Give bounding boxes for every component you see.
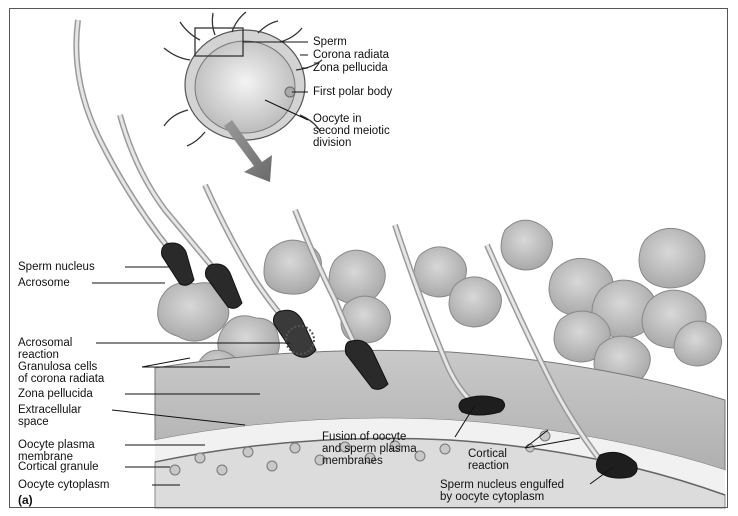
label-cortical-reaction: Cortical reaction <box>468 448 509 472</box>
label-granulosa-cells: Granulosa cells of corona radiata <box>18 361 104 385</box>
label-zona-pellucida-top: Zona pellucida <box>313 62 388 74</box>
label-zona-pellucida: Zona pellucida <box>18 388 93 400</box>
label-first-polar-body: First polar body <box>313 86 392 98</box>
label-corona-radiata: Corona radiata <box>313 49 389 61</box>
label-sperm-nucleus: Sperm nucleus <box>18 261 95 273</box>
label-oocyte-plasma-membrane: Oocyte plasma membrane <box>18 439 95 463</box>
label-sperm: Sperm <box>313 36 347 48</box>
oocyte-overview <box>164 12 322 146</box>
label-cortical-granule: Cortical granule <box>18 461 99 473</box>
label-sperm-engulfed: Sperm nucleus engulfed by oocyte cytopla… <box>440 479 564 503</box>
label-fusion: Fusion of oocyte and sperm plasma membra… <box>322 431 417 467</box>
label-acrosomal-reaction: Acrosomal reaction <box>18 337 72 361</box>
label-acrosome: Acrosome <box>18 277 70 289</box>
label-oocyte-cytoplasm: Oocyte cytoplasm <box>18 479 109 491</box>
panel-label: (a) <box>18 494 33 506</box>
label-oocyte-meiotic: Oocyte in second meiotic division <box>313 113 390 149</box>
label-extracellular-space: Extracellular space <box>18 404 81 428</box>
